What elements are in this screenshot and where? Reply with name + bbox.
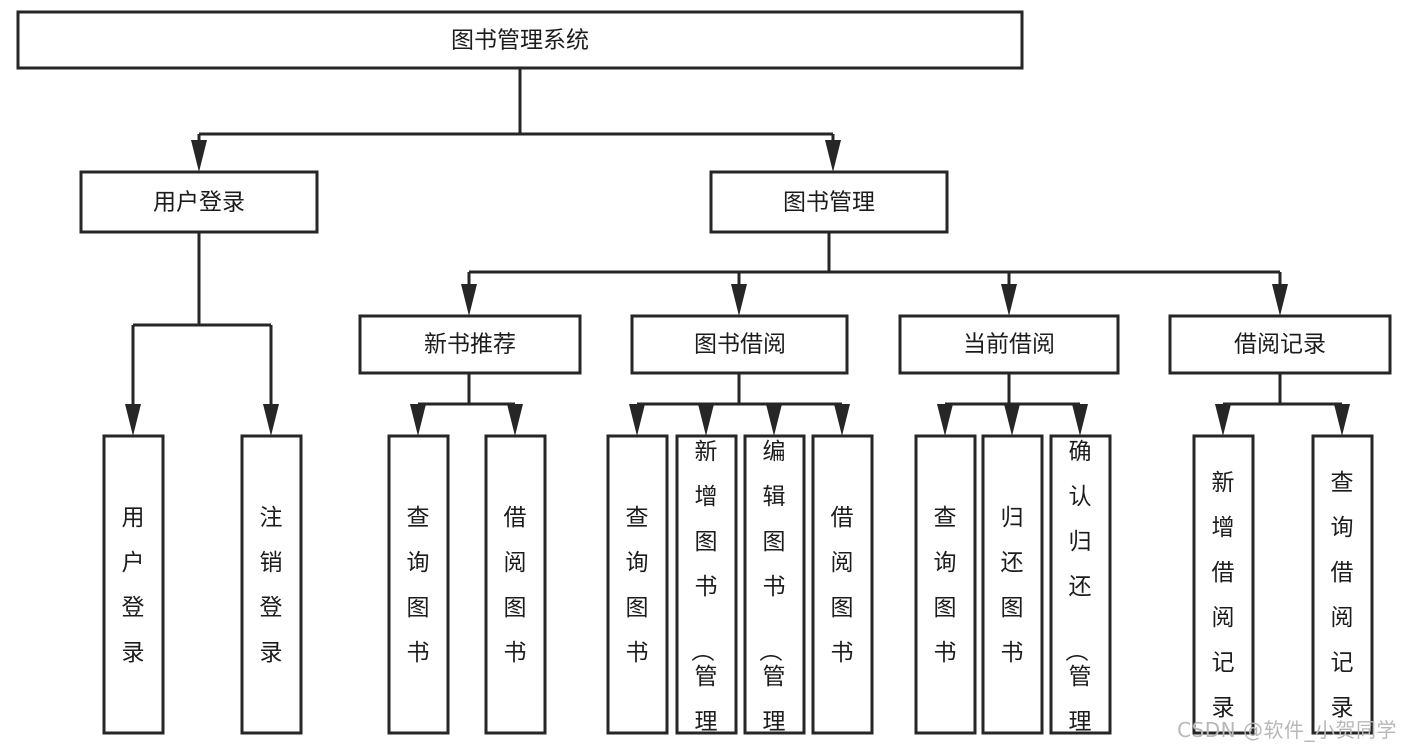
- leaf-borrow-2-box[interactable]: [675, 434, 738, 735]
- leaf-borrow-1-box[interactable]: [606, 434, 669, 735]
- leaf-borrow-4[interactable]: 借阅图书: [811, 434, 874, 735]
- arrowhead-login: [191, 140, 207, 172]
- node-borrow-record-box[interactable]: [1168, 314, 1392, 375]
- node-book-borrow-label: 图书借阅: [694, 332, 786, 358]
- leaf-current-3-box[interactable]: [1049, 434, 1112, 735]
- node-book-management-box[interactable]: [709, 170, 949, 234]
- arrowhead-current-leaf-1: [937, 404, 953, 436]
- arrowhead-login-leaf-2: [263, 404, 279, 436]
- arrowhead-current-leaf-2: [1004, 404, 1020, 436]
- arrowhead-bookmgmt: [825, 140, 841, 172]
- node-borrow-record[interactable]: 借阅记录: [1168, 314, 1392, 375]
- leaf-current-1-label: 查询图书: [934, 505, 957, 666]
- csdn-watermark: CSDN @软件_小贺同学: [1177, 718, 1397, 742]
- arrowhead-recommend-leaf-2: [507, 404, 523, 436]
- leaf-recommend-2-label: 借阅图书: [504, 505, 527, 666]
- leaf-current-2-box[interactable]: [981, 434, 1044, 735]
- leaf-borrow-4-box[interactable]: [811, 434, 874, 735]
- node-user-login[interactable]: 用户登录: [79, 170, 319, 234]
- node-new-book-recommend-label: 新书推荐: [424, 332, 516, 358]
- node-root[interactable]: 图书管理系统: [16, 10, 1024, 70]
- arrowhead-borrow-leaf-1: [629, 404, 645, 436]
- node-root-box[interactable]: [16, 10, 1024, 70]
- node-borrow-record-label: 借阅记录: [1234, 332, 1326, 358]
- arrowhead-current-leaf-3: [1072, 404, 1088, 436]
- leaf-record-2-box[interactable]: [1311, 434, 1374, 735]
- node-user-login-box[interactable]: [79, 170, 319, 234]
- leaf-current-1-box[interactable]: [914, 434, 977, 735]
- leaf-current-2[interactable]: 归还图书: [981, 434, 1044, 735]
- leaf-user-login-2-box[interactable]: [240, 434, 303, 735]
- arrowhead-record-leaf-1: [1215, 404, 1231, 436]
- node-book-borrow[interactable]: 图书借阅: [630, 314, 849, 375]
- arrowhead-level3-3: [1001, 284, 1017, 316]
- node-current-borrow-box[interactable]: [898, 314, 1120, 375]
- leaf-borrow-4-label: 借阅图书: [831, 505, 854, 666]
- leaf-recommend-1[interactable]: 查询图书: [387, 434, 450, 735]
- node-current-borrow-label: 当前借阅: [963, 332, 1055, 358]
- node-current-borrow[interactable]: 当前借阅: [898, 314, 1120, 375]
- leaf-record-1-label: 新增借阅记录: [1212, 470, 1235, 721]
- leaf-user-login-2[interactable]: 注销登录: [240, 434, 303, 735]
- leaf-borrow-2-label: 新增图书（管理员）: [689, 439, 718, 747]
- node-new-book-recommend-box[interactable]: [358, 314, 582, 375]
- leaf-user-login-2-label: 注销登录: [260, 505, 283, 666]
- leaf-record-1-box[interactable]: [1192, 434, 1255, 735]
- leaf-borrow-3-label: 编辑图书（管理员）: [757, 439, 786, 747]
- leaf-record-1[interactable]: 新增借阅记录: [1192, 434, 1255, 735]
- arrowhead-level3-2: [731, 284, 747, 316]
- arrowhead-recommend-leaf-1: [410, 404, 426, 436]
- leaf-borrow-2[interactable]: 新增图书（管理员）: [675, 434, 738, 747]
- leaf-borrow-1[interactable]: 查询图书: [606, 434, 669, 735]
- arrowhead-borrow-leaf-3: [766, 404, 782, 436]
- leaf-recommend-1-label: 查询图书: [407, 505, 430, 666]
- arrowhead-level3-1: [461, 284, 477, 316]
- node-book-borrow-box[interactable]: [630, 314, 849, 375]
- leaf-current-3[interactable]: 确认归还（管理员）: [1049, 434, 1112, 747]
- connector-layer: [125, 68, 1350, 436]
- leaf-borrow-3[interactable]: 编辑图书（管理员）: [743, 434, 806, 747]
- leaf-borrow-1-label: 查询图书: [626, 505, 649, 666]
- leaf-record-2-label: 查询借阅记录: [1331, 470, 1354, 721]
- leaf-current-3-label: 确认归还（管理员）: [1063, 439, 1092, 747]
- leaf-user-login-1-box[interactable]: [102, 434, 165, 735]
- arrowhead-borrow-leaf-4: [834, 404, 850, 436]
- arrowhead-level3-4: [1272, 284, 1288, 316]
- leaf-user-login-1[interactable]: 用户登录: [102, 434, 165, 735]
- node-book-management[interactable]: 图书管理: [709, 170, 949, 234]
- node-new-book-recommend[interactable]: 新书推荐: [358, 314, 582, 375]
- arrowhead-login-leaf-1: [125, 404, 141, 436]
- node-root-label: 图书管理系统: [451, 28, 589, 54]
- leaf-user-login-1-label: 用户登录: [122, 505, 145, 666]
- leaf-recommend-2-box[interactable]: [484, 434, 547, 735]
- leaf-current-2-label: 归还图书: [1001, 505, 1024, 666]
- node-user-login-label: 用户登录: [153, 190, 245, 216]
- leaf-recommend-2[interactable]: 借阅图书: [484, 434, 547, 735]
- leaf-borrow-3-box[interactable]: [743, 434, 806, 735]
- arrowhead-record-leaf-2: [1334, 404, 1350, 436]
- node-book-management-label: 图书管理: [783, 190, 875, 216]
- leaf-recommend-1-box[interactable]: [387, 434, 450, 735]
- leaf-record-2[interactable]: 查询借阅记录: [1311, 434, 1374, 735]
- arrowhead-borrow-leaf-2: [698, 404, 714, 436]
- leaf-current-1[interactable]: 查询图书: [914, 434, 977, 735]
